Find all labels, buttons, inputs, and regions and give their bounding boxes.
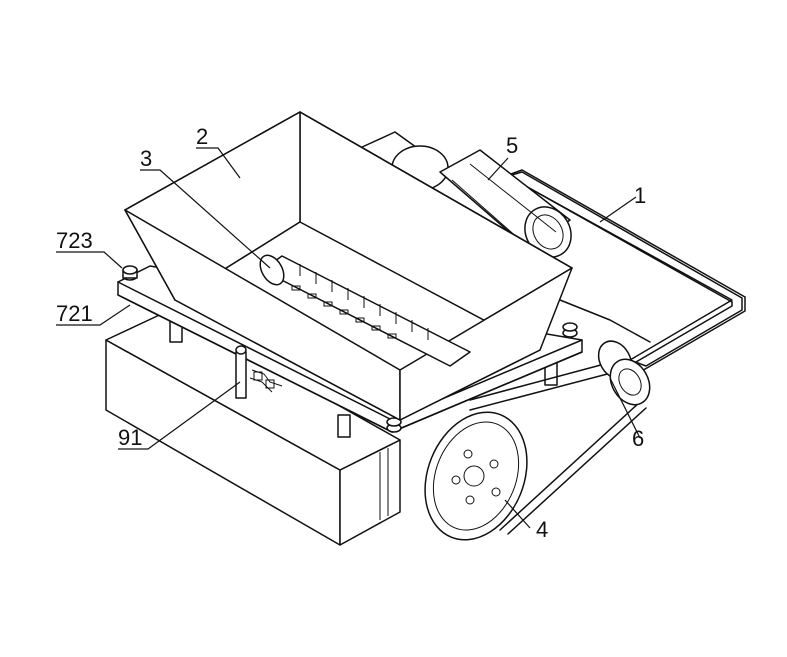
small-pulley (597, 340, 651, 406)
label-2: 2 (196, 124, 208, 149)
sensor (235, 345, 283, 399)
label-1: 1 (634, 183, 646, 208)
label-3: 3 (140, 146, 152, 171)
label-91: 91 (118, 425, 142, 450)
part-labels: 1 2 3 4 5 6 723 721 91 (56, 124, 646, 542)
drive-belt (469, 361, 647, 535)
leader-lines (56, 147, 641, 529)
label-5: 5 (506, 133, 518, 158)
label-6: 6 (632, 426, 644, 451)
hopper (124, 111, 573, 421)
label-721: 721 (56, 301, 93, 326)
label-723: 723 (56, 228, 93, 253)
motor (359, 131, 572, 258)
large-pulley (424, 411, 528, 541)
label-4: 4 (536, 517, 548, 542)
base-box (105, 309, 401, 546)
crushing-roller (259, 254, 471, 367)
